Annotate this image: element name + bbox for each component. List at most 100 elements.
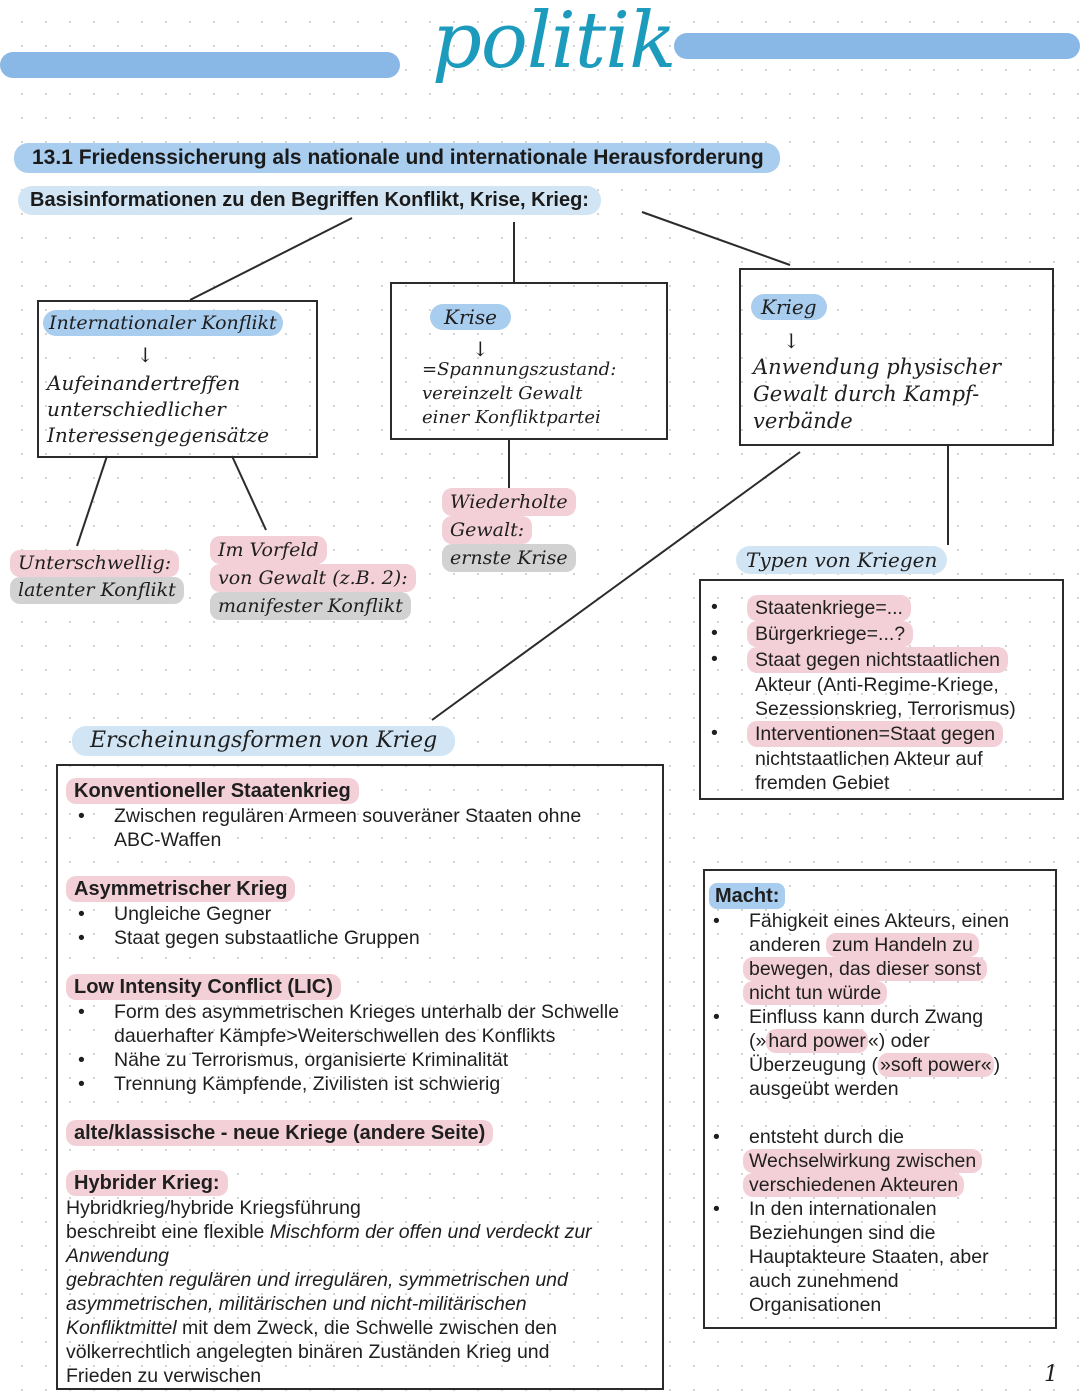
konflikt-line: unterschiedlicher (47, 397, 226, 421)
krise-branch-line3: ernste Krise (442, 544, 576, 572)
krise-branch-line2: Gewalt: (442, 516, 533, 544)
macht-text: bewegen, das dieser sonst (743, 957, 987, 981)
hybrid-text-part: beschreibt eine flexible (66, 1221, 270, 1243)
macht-text: ) (993, 1054, 1001, 1076)
list-item: Ungleiche Gegner (74, 902, 656, 926)
page-number: 1 (1044, 1362, 1058, 1387)
typen-item-text: Staatenkriege=... (747, 595, 911, 621)
macht-text: Beziehungen sind die (749, 1222, 936, 1244)
macht-text: Einfluss kann durch Zwang (749, 1006, 984, 1028)
macht-text: ausgeübt werden (749, 1078, 899, 1100)
macht-item: Einfluss kann durch Zwang (»hard power«)… (709, 1005, 1053, 1101)
krise-box: Krise ↓ =Spannungszustand: vereinzelt Ge… (390, 282, 668, 440)
latent-line1: Unterschwellig: (10, 550, 180, 577)
page-title: politik (432, 0, 676, 86)
list-item: Trennung Kämpfende, Zivilisten ist schwi… (74, 1072, 656, 1096)
macht-text: «) oder (867, 1030, 930, 1052)
alt-neu-heading: alte/klassische - neue Kriege (andere Se… (66, 1120, 494, 1146)
hybrid-text-part: asymmetrischen, militärischen und nicht-… (66, 1293, 527, 1315)
krise-line: =Spannungszustand: (422, 359, 617, 380)
typen-item-text: nichtstaatlichen Akteur auf (755, 748, 983, 770)
krise-line: einer Konfliktpartei (422, 407, 601, 428)
typen-item: Staatenkriege=... (707, 595, 1057, 621)
macht-text: zum Handeln zu (825, 933, 979, 957)
list-item: Nähe zu Terrorismus, organisierte Krimin… (74, 1048, 656, 1072)
erscheinung-box: Konventioneller Staatenkrieg Zwischen re… (56, 764, 664, 1390)
macht-item: In den internationalen Beziehungen sind … (709, 1197, 1053, 1317)
typen-item-text: Bürgerkriege=...? (747, 621, 914, 647)
hybrid-line: Konfliktmittel mit dem Zweck, die Schwel… (66, 1316, 656, 1340)
section-title: 13.1 Friedenssicherung als nationale und… (14, 143, 780, 173)
macht-text: Hauptakteure Staaten, aber (749, 1246, 989, 1268)
hybrid-line: Hybridkrieg/hybride Kriegsführung (66, 1197, 361, 1219)
arrow-down-icon: ↓ (783, 329, 800, 353)
hybrid-heading: Hybrider Krieg: (66, 1170, 228, 1196)
hybrid-line: völkerrechtlich angelegten binären Zustä… (66, 1341, 550, 1363)
typen-item: Interventionen=Staat gegen nichtstaatlic… (707, 721, 1057, 795)
macht-text: »soft power« (878, 1053, 994, 1077)
arrow-down-icon: ↓ (472, 337, 489, 361)
hybrid-text-part: Anwendung (66, 1245, 170, 1267)
latent-line2: latenter Konflikt (10, 577, 184, 604)
header-bar-right (674, 33, 1080, 59)
hybrid-text-part: mit dem Zweck, die Schwelle zwischen den (176, 1317, 557, 1339)
hybrid-text-part: Konfliktmittel (66, 1317, 177, 1339)
macht-text: Wechselwirkung zwischen (743, 1149, 983, 1173)
typen-item-text: Interventionen=Staat gegen (747, 721, 1004, 747)
krise-branch-line1: Wiederholte (442, 488, 576, 516)
typen-item-text: Akteur (Anti-Regime-Kriege, (755, 674, 999, 696)
macht-text: auch zunehmend (749, 1270, 899, 1292)
hybrid-text-part: gebrachten regulären und irregulären, sy… (66, 1269, 568, 1291)
macht-text: nicht tun würde (743, 981, 888, 1005)
hybrid-text-part: Mischform der offen und verdeckt zur (269, 1221, 592, 1243)
manifest-konflikt: Im Vorfeld von Gewalt (z.B. 2): manifest… (210, 536, 416, 620)
manifest-line1: Im Vorfeld (210, 536, 327, 564)
list-item-text: dauerhafter Kämpfe>Weiterschwellen des K… (114, 1025, 556, 1047)
konflikt-box: Internationaler Konflikt ↓ Aufeinandertr… (37, 300, 318, 458)
hybrid-line: beschreibt eine flexible Mischform der o… (66, 1220, 656, 1244)
hybrid-line: Frieden zu verwischen (66, 1365, 262, 1387)
konflikt-line: Aufeinandertreffen (47, 371, 241, 395)
macht-text: (» (749, 1030, 767, 1052)
krieg-title: Krieg (751, 294, 827, 320)
erscheinung-heading: Erscheinungsformen von Krieg (72, 726, 456, 756)
manifest-line3: manifester Konflikt (210, 592, 411, 620)
konflikt-title: Internationaler Konflikt (43, 310, 283, 336)
macht-text: Organisationen (749, 1294, 882, 1316)
list-item: Zwischen regulären Armeen souveräner Sta… (74, 804, 656, 852)
list-item-text: Zwischen regulären Armeen souveräner Sta… (114, 805, 582, 827)
krieg-box: Krieg ↓ Anwendung physischer Gewalt durc… (739, 268, 1054, 446)
krieg-line: Anwendung physischer (753, 355, 1002, 379)
list-item: Form des asymmetrischen Krieges unterhal… (74, 1000, 656, 1048)
header-bar-left (0, 52, 400, 78)
typen-box: Staatenkriege=... Bürgerkriege=...? Staa… (699, 579, 1064, 800)
macht-title: Macht: (709, 883, 786, 909)
macht-text: verschiedenen Akteuren (743, 1173, 965, 1197)
section-subtitle-text: Basisinformationen zu den Begriffen Konf… (18, 186, 601, 215)
arrow-down-icon: ↓ (137, 343, 154, 367)
section-subtitle: Basisinformationen zu den Begriffen Konf… (18, 186, 601, 215)
macht-text: hard power (766, 1029, 868, 1053)
typen-item-text: fremden Gebiet (755, 772, 890, 794)
erscheinung-title: Erscheinungsformen von Krieg (72, 726, 456, 756)
macht-text: Überzeugung ( (749, 1054, 878, 1076)
latent-konflikt: Unterschwellig: latenter Konflikt (10, 550, 184, 604)
macht-text: anderen (749, 934, 826, 956)
konflikt-line: Interessengegensätze (47, 423, 270, 447)
hybrid-line: Anwendung (66, 1244, 656, 1268)
typen-item-text: Staat gegen nichtstaatlichen (747, 647, 1009, 673)
list-item: Staat gegen substaatliche Gruppen (74, 926, 656, 950)
hybrid-line: gebrachten regulären und irregulären, sy… (66, 1268, 656, 1292)
typen-item-text: Sezessionskrieg, Terrorismus) (755, 698, 1016, 720)
macht-box: Macht: Fähigkeit eines Akteurs, einen an… (703, 869, 1057, 1329)
hybrid-line: asymmetrischen, militärischen und nicht-… (66, 1292, 656, 1316)
typen-item: Bürgerkriege=...? (707, 621, 1057, 647)
konventionell-heading: Konventioneller Staatenkrieg (66, 778, 359, 804)
macht-text: In den internationalen (749, 1198, 937, 1220)
typen-heading: Typen von Kriegen (736, 546, 948, 574)
krise-title: Krise (430, 304, 511, 330)
typen-item: Staat gegen nichtstaatlichen Akteur (Ant… (707, 647, 1057, 721)
krise-line: vereinzelt Gewalt (422, 383, 583, 404)
manifest-line2: von Gewalt (z.B. 2): (210, 564, 416, 592)
ernste-krise: Wiederholte Gewalt: ernste Krise (442, 488, 576, 572)
